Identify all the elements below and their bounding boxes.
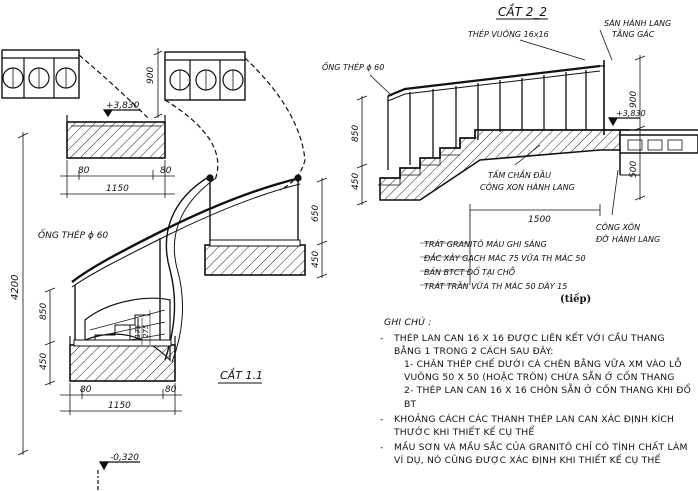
note-dash-1: - xyxy=(380,333,384,345)
balusters xyxy=(387,70,587,170)
label-corridor-floor-2: TẦNG GÁC xyxy=(612,28,655,39)
section-1-title: CẮT 1.1 xyxy=(220,368,263,382)
curved-handrail xyxy=(71,176,301,283)
curved-stringer xyxy=(164,175,211,361)
dim-450-left: 450 xyxy=(39,353,49,370)
leader-steel-square xyxy=(519,39,586,61)
dim-450-right: 450 xyxy=(311,251,321,268)
leader-end-plate xyxy=(514,144,541,166)
note-item-2: - KHOẢNG CÁCH CÁC THANH THÉP LAN CAN XÁC… xyxy=(380,413,692,439)
top-landing-slab xyxy=(66,121,166,159)
notes-block: GHI CHÚ : - THÉP LAN CAN 16 X 16 ĐƯỢC LI… xyxy=(380,316,692,469)
continued-label: (tiếp) xyxy=(560,294,592,305)
corridor-slab xyxy=(619,134,698,154)
notes-heading: GHI CHÚ : xyxy=(384,317,432,328)
pipe-label-section-1: ỐNG THÉP ϕ 60 xyxy=(38,228,108,241)
dim-650-right: 650 xyxy=(311,205,321,222)
note-item-2-text: KHOẢNG CÁCH CÁC THANH THÉP LAN CAN XÁC Đ… xyxy=(394,413,675,438)
level-top-label: +3,830 xyxy=(106,101,140,111)
dashed-handrail-line-2 xyxy=(244,57,306,191)
label-end-plate-2: CÔNG XON HÀNH LANG xyxy=(480,181,575,192)
leader-corridor-floor xyxy=(599,29,613,61)
stair-slab-2 xyxy=(379,129,621,201)
note-item-1-intro: THÉP LAN CAN 16 X 16 ĐƯỢC LIÊN KẾT VỚI C… xyxy=(394,333,665,358)
layer-3: BẢN BTCT ĐỔ TẠI CHỖ xyxy=(424,265,515,277)
dim-1500: 1500 xyxy=(528,215,551,225)
dashed-handrail-line xyxy=(78,54,149,119)
note-dash-2: - xyxy=(380,413,384,425)
note-item-1: - THÉP LAN CAN 16 X 16 ĐƯỢC LIÊN KẾT VỚI… xyxy=(380,332,692,411)
layer-1: TRÁT GRANITÔ MÀU GHI SÁNG xyxy=(424,238,547,249)
mid-landing-block xyxy=(204,244,306,276)
dashed-handrail-line-3 xyxy=(164,99,219,181)
dim-900-2: 900 xyxy=(629,91,639,108)
label-steel-square: THÉP VUÔNG 16x16 xyxy=(468,28,549,39)
layer-2: ĐẮC XÂY GẠCH MÁC 75 VỮA TH MÁC 50 xyxy=(424,251,586,263)
level-2-label: +3,830 xyxy=(616,109,646,118)
leader-pipe xyxy=(369,74,393,97)
dim-4200: 4200 xyxy=(10,275,21,300)
label-end-plate-1: TẤM CHẮN ĐẦU xyxy=(488,168,551,180)
section-2-labels: CẮT 2_2 THÉP VUÔNG 16x16 SÀN HÀNH LANG T… xyxy=(322,3,671,291)
dim-80-right-top: 80 xyxy=(160,166,172,176)
layer-4: TRÁT TRẦN VỮA TH MÁC 50 DÀY 15 xyxy=(424,280,567,291)
steps xyxy=(94,314,150,345)
dim-850-left: 850 xyxy=(39,303,49,320)
dim-275: 275 xyxy=(142,324,150,338)
note-item-1-sub-1: 1- CHÂN THÉP CHẾ DƯỚI CÁ CHÊN BẰNG VỮA X… xyxy=(404,359,682,384)
note-item-1-sub-2: 2- THÉP LAN CAN 16 X 16 CHÔN SẴN Ở CỐN T… xyxy=(404,385,692,410)
dim-500-2: 500 xyxy=(629,161,639,178)
level-marker-bottom xyxy=(98,461,110,471)
railing-panel-right xyxy=(164,51,246,101)
bottom-slab xyxy=(69,344,176,382)
dim-1150-top: 1150 xyxy=(106,184,129,194)
level-bottom-label: -0,320 xyxy=(110,453,139,463)
section-1-1 xyxy=(1,48,328,491)
note-dash-3: - xyxy=(380,441,384,453)
dim-80-right-bottom: 80 xyxy=(165,385,177,395)
note-item-3: - MẦU SƠN VÀ MẦU SẮC CỦA GRANITÔ CHỈ CÓ … xyxy=(380,441,692,467)
dim-850-2: 850 xyxy=(351,125,361,142)
dim-80-left-top: 80 xyxy=(78,166,90,176)
section-2-2 xyxy=(356,18,698,285)
label-cantilever-2: ĐỠ HÀNH LANG xyxy=(596,233,660,244)
section-1-labels: +3,830 900 80 80 1150 4200 850 450 650 4… xyxy=(10,67,321,463)
section-2-title: CẮT 2_2 xyxy=(498,3,547,19)
dim-80-left-bottom: 80 xyxy=(80,385,92,395)
dim-450-2: 450 xyxy=(351,173,361,190)
label-pipe-2: ỐNG THÉP ϕ 60 xyxy=(322,60,384,72)
label-corridor-floor-1: SÀN HÀNH LANG xyxy=(604,17,671,28)
dim-900-label: 900 xyxy=(146,67,156,84)
dim-175: 175 xyxy=(134,324,142,338)
note-item-3-text: MẦU SƠN VÀ MẦU SẮC CỦA GRANITÔ CHỈ CÓ TÍ… xyxy=(394,441,688,466)
handrail-top xyxy=(387,64,601,98)
railing-panel-left xyxy=(1,49,80,99)
dim-1150-bottom: 1150 xyxy=(108,401,131,411)
leader-cantilever xyxy=(611,169,619,216)
label-cantilever-1: CÔNG XÔN xyxy=(596,221,640,232)
